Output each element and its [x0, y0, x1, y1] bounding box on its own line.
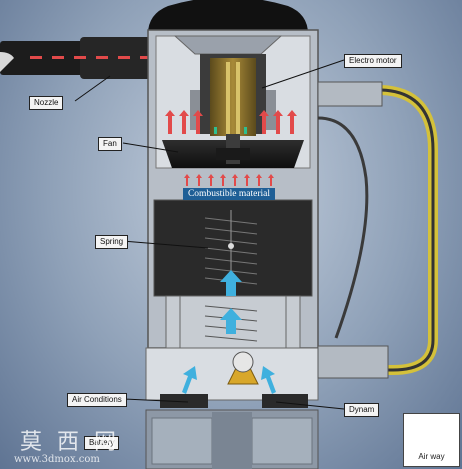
watermark-cn: 莫 西 网: [20, 424, 120, 456]
watermark-url: www.3dmox.com: [14, 454, 100, 465]
battery: [146, 410, 318, 469]
dynam-label: Dynam: [344, 403, 379, 417]
legend: Air way: [403, 413, 460, 467]
air-conditions-label: Air Conditions: [67, 393, 127, 407]
spring-label: Spring: [95, 235, 128, 249]
green-marker: [244, 127, 247, 134]
combustible-material-label: Combustible material: [183, 188, 275, 200]
base-section: [146, 348, 318, 400]
handle: [318, 82, 433, 378]
nozzle-label: Nozzle: [29, 96, 63, 110]
air-hose: [318, 118, 367, 338]
green-marker: [214, 127, 217, 134]
fan-label: Fan: [98, 137, 122, 151]
spring-pivot: [228, 243, 234, 249]
electro-motor-label: Electro motor: [344, 54, 402, 68]
dynam-unit: [262, 394, 308, 408]
legend-label: Air way: [404, 452, 459, 461]
